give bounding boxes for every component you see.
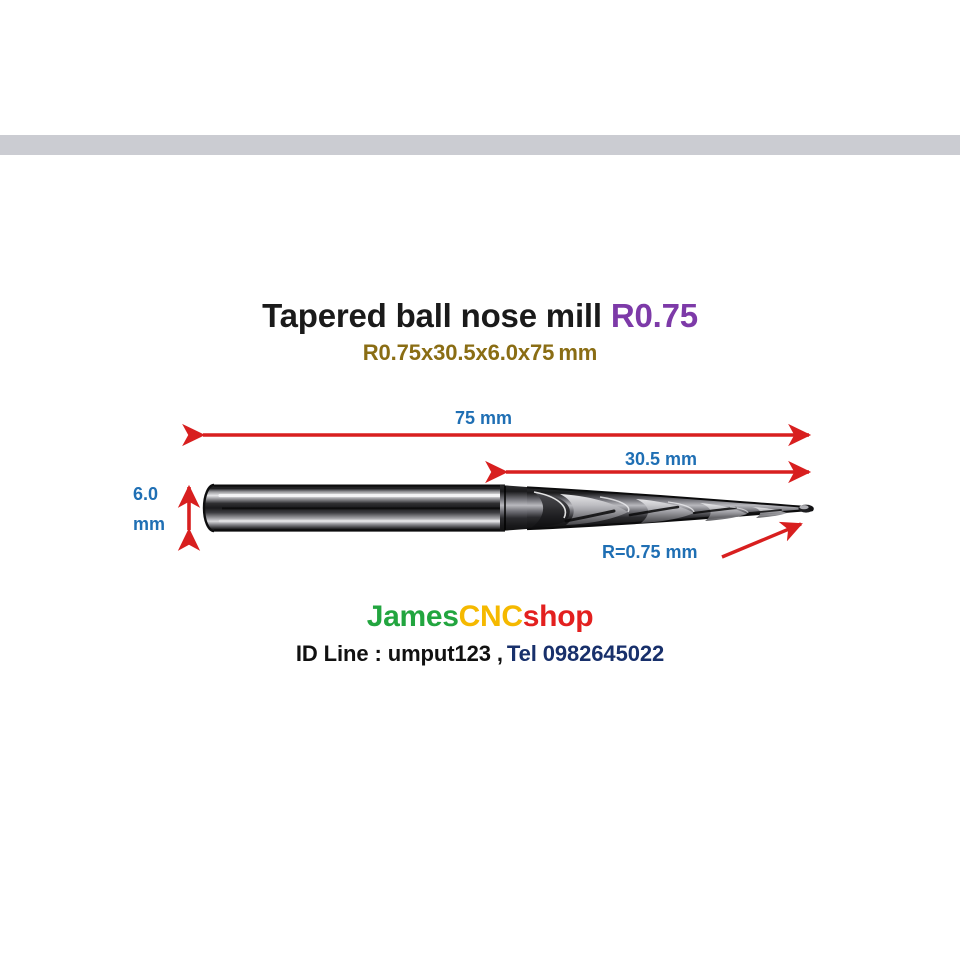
- contact-phone: Tel 0982645022: [506, 641, 665, 666]
- taper-bottom-edge: [526, 508, 811, 531]
- contact-line-id: ID Line : umput123 ,: [295, 641, 503, 666]
- dimension-label-corner-radius: R=0.75 mm: [602, 542, 698, 562]
- page-subtitle-spec: R0.75x30.5x6.0x75: [362, 339, 555, 365]
- brand-part-cnc: CNC: [458, 600, 523, 633]
- brand-part-shop: shop: [522, 600, 594, 633]
- shank-to-taper-shoulder: [500, 485, 527, 531]
- dimension-label-flute-length: 30.5 mm: [625, 449, 698, 469]
- title-block: Tapered ball nose mill R0.75 R0.75x30.5x…: [0, 297, 960, 366]
- ball-nose-tip-highlight: [799, 505, 809, 510]
- cutting-edge-highlights: [533, 491, 749, 519]
- flute-helix-facets: [531, 492, 787, 528]
- flute-gullet-shadows: [564, 505, 782, 523]
- ball-nose-tip-end: [809, 506, 814, 512]
- brand-part-james: James: [366, 600, 459, 633]
- dimension-label-shank-diameter-value: 6.0: [133, 484, 159, 504]
- tapered-flute-body: [527, 487, 810, 529]
- page-title: Tapered ball nose mill R0.75: [0, 297, 960, 335]
- brand-wordmark: JamesCNCshop: [0, 600, 960, 634]
- arrow-corner-radius-leader: [721, 521, 803, 559]
- dimension-label-overall-length: 75 mm: [455, 408, 513, 428]
- page-subtitle-unit: mm: [558, 339, 598, 365]
- header-divider-band: [0, 135, 960, 155]
- page-title-accent: R0.75: [610, 297, 698, 334]
- dimension-label-shank-diameter-unit: mm: [133, 514, 166, 534]
- dimension-arrows: [177, 423, 812, 559]
- page-title-text: Tapered ball nose mill: [262, 297, 611, 334]
- ball-nose-tip: [798, 504, 814, 513]
- end-mill-body: [202, 483, 814, 533]
- contact-line: ID Line : umput123 ,Tel 0982645022: [0, 641, 960, 667]
- shank-cylinder: [204, 485, 505, 531]
- shank-end-cap: [202, 483, 215, 533]
- taper-top-edge: [526, 486, 811, 509]
